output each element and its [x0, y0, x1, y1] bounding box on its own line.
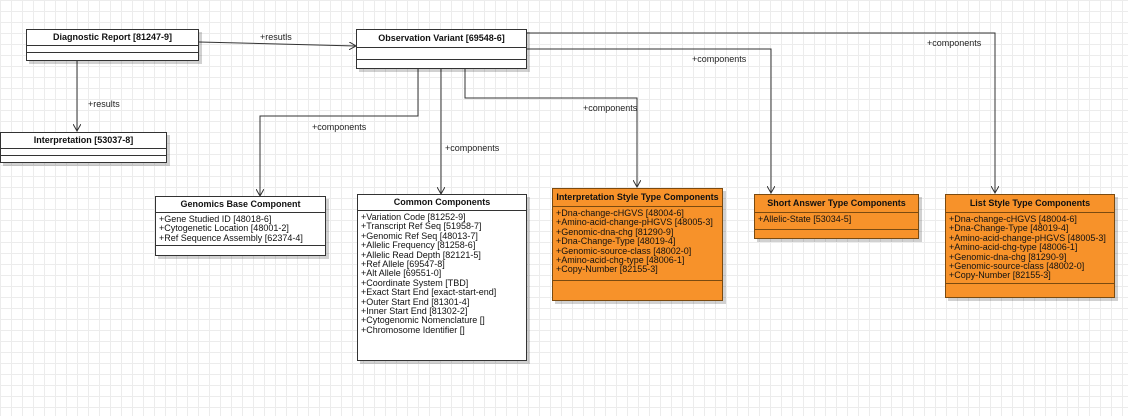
class-title: List Style Type Components — [946, 195, 1114, 213]
class-attribute: +Amino-acid-change-pHGVS [48005-3] — [556, 217, 713, 228]
operation-compartment — [755, 230, 918, 236]
class-attribute: +Dna-change-cHGVS [48004-6] — [949, 214, 1077, 224]
class-title: Interpretation Style Type Components — [553, 189, 722, 207]
class-list-style-type-components[interactable]: List Style Type Components +Dna-change-c… — [945, 194, 1115, 298]
edge-label-ov-interp-style: +components — [583, 103, 638, 113]
class-title: Genomics Base Component — [156, 197, 325, 213]
class-title: Interpretation [53037-8] — [1, 133, 166, 149]
class-attribute: +Copy-Number [82155-3] — [949, 270, 1051, 281]
class-attribute: +Genomic-source-class [48002-0] — [949, 261, 1085, 272]
class-attribute: +Amino-acid-chg-type [48006-1] — [949, 242, 1078, 253]
class-attribute: +Cytogenetic Location [48001-2] — [159, 223, 289, 234]
class-attribute: +Amino-acid-chg-type [48006-1] — [556, 255, 685, 266]
attribute-compartment: +Dna-change-cHGVS [48004-6]+Amino-acid-c… — [553, 207, 722, 281]
class-attribute: +Genomic-dna-chg [81290-9] — [556, 226, 674, 237]
edge-ov-interp-style — [464, 68, 637, 187]
edge-label-ov-list: +components — [927, 38, 982, 48]
operation-compartment — [156, 246, 325, 252]
attribute-compartment: +Allelic-State [53034-5] — [755, 213, 918, 231]
class-attribute: +Exact Start End [exact-start-end] — [361, 287, 497, 298]
class-attribute: +Allelic-State [53034-5] — [758, 214, 852, 224]
class-attribute: +Amino-acid-change-pHGVS [48005-3] — [949, 232, 1106, 243]
class-interpretation-style-type-components[interactable]: Interpretation Style Type Components +Dn… — [552, 188, 723, 301]
attribute-compartment: +Variation Code [81252-9]+Transcript Ref… — [358, 211, 526, 337]
class-short-answer-type-components[interactable]: Short Answer Type Components +Allelic-St… — [754, 194, 919, 239]
class-attribute: +Inner Start End [81302-2] — [361, 306, 468, 317]
class-attribute: +Genomic-source-class [48002-0] — [556, 245, 692, 256]
attribute-compartment — [1, 149, 166, 156]
operation-compartment — [357, 60, 526, 66]
class-common-components[interactable]: Common Components +Variation Code [81252… — [357, 194, 527, 361]
edge-ov-short — [526, 48, 771, 193]
class-attribute: +Copy-Number [82155-3] — [556, 264, 658, 275]
class-title: Diagnostic Report [81247-9] — [27, 30, 198, 46]
edge-label-ov-common: +components — [445, 143, 500, 153]
operation-compartment — [1, 156, 166, 162]
class-attribute: +Transcript Ref Seq [51958-7] — [361, 221, 482, 232]
edge-ov-genomics — [260, 68, 419, 196]
attribute-compartment — [357, 48, 526, 60]
class-attribute: +Alt Allele [69551-0] — [361, 268, 442, 279]
attribute-compartment: +Gene Studied ID [48018-6]+Cytogenetic L… — [156, 213, 325, 247]
edge-label-dr-interp: +results — [88, 99, 120, 109]
class-attribute: +Dna-Change-Type [48019-4] — [556, 236, 676, 247]
class-attribute: +Outer Start End [81301-4] — [361, 296, 470, 307]
operation-compartment — [27, 53, 198, 59]
class-attribute: +Ref Sequence Assembly [62374-4] — [159, 232, 303, 243]
class-diagnostic-report[interactable]: Diagnostic Report [81247-9] — [26, 29, 199, 61]
class-attribute: +Cytogenomic Nomenclature [] — [361, 315, 485, 326]
class-title: Short Answer Type Components — [755, 195, 918, 213]
class-attribute: +Chromosome Identifier [] — [361, 324, 465, 335]
class-interpretation[interactable]: Interpretation [53037-8] — [0, 132, 167, 163]
class-attribute: +Dna-Change-Type [48019-4] — [949, 223, 1069, 234]
edge-label-ov-genomics: +components — [312, 122, 367, 132]
edge-label-dr-ov: +resutls — [260, 32, 292, 42]
class-observation-variant[interactable]: Observation Variant [69548-6] — [356, 29, 527, 69]
edge-dr-ov — [198, 41, 356, 46]
class-attribute: +Variation Code [81252-9] — [361, 212, 466, 222]
class-attribute: +Allelic Frequency [81258-6] — [361, 240, 476, 251]
attribute-compartment — [27, 46, 198, 53]
attribute-compartment: +Dna-change-cHGVS [48004-6]+Dna-Change-T… — [946, 213, 1114, 284]
class-attribute: +Dna-change-cHGVS [48004-6] — [556, 208, 684, 218]
class-title: Observation Variant [69548-6] — [357, 30, 526, 48]
class-attribute: +Coordinate System [TBD] — [361, 277, 469, 288]
class-title: Common Components — [358, 195, 526, 211]
class-genomics-base-component[interactable]: Genomics Base Component +Gene Studied ID… — [155, 196, 326, 256]
class-attribute: +Gene Studied ID [48018-6] — [159, 214, 272, 224]
edge-ov-list — [526, 32, 995, 193]
class-attribute: +Genomic-dna-chg [81290-9] — [949, 251, 1067, 262]
class-attribute: +Allelic Read Depth [82121-5] — [361, 249, 481, 260]
operation-compartment — [553, 281, 722, 287]
class-attribute: +Ref Allele [69547-8] — [361, 259, 445, 270]
class-attribute: +Genomic Ref Seq [48013-7] — [361, 230, 478, 241]
operation-compartment — [946, 284, 1114, 290]
edge-label-ov-short: +components — [692, 54, 747, 64]
